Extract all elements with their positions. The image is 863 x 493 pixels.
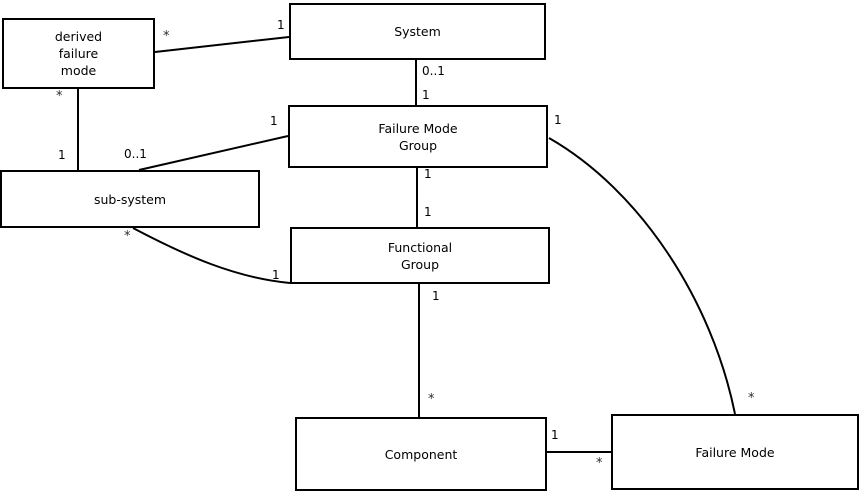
multiplicity-subsystem-to-fmg-target: 1 — [270, 114, 278, 128]
association-derived-failure-mode--system — [154, 36, 290, 53]
multiplicity-fmg-to-fm-target: * — [748, 391, 755, 406]
multiplicity-fg-to-component-source: 1 — [432, 289, 440, 303]
multiplicity-fmg-to-fg-target: 1 — [424, 205, 432, 219]
multiplicity-dfm-to-subsystem-source: * — [56, 89, 63, 104]
class-box-functional-group[interactable]: Functional Group — [290, 227, 550, 284]
association-sub-system--failure-mode-group — [138, 135, 289, 171]
multiplicity-fmg-to-fg-source: 1 — [424, 167, 432, 181]
multiplicity-system-to-fmg-target: 1 — [422, 88, 430, 102]
multiplicity-dfm-to-system-target: 1 — [277, 18, 285, 32]
class-box-sub-system[interactable]: sub-system — [0, 170, 260, 228]
class-name-functional-group: Functional Group — [387, 239, 453, 272]
class-name-component: Component — [384, 446, 458, 462]
class-name-failure-mode: Failure Mode — [695, 444, 775, 460]
class-name-sub-system: sub-system — [93, 191, 167, 207]
multiplicity-component-to-fm-source: 1 — [551, 428, 559, 442]
class-name-system: System — [394, 24, 441, 39]
class-box-failure-mode[interactable]: Failure Mode — [611, 414, 859, 490]
class-box-derived-failure-mode[interactable]: derived failure mode — [2, 18, 155, 89]
multiplicity-subsystem-to-fg-target: 1 — [272, 268, 280, 282]
multiplicity-dfm-to-system-source: * — [163, 29, 170, 44]
multiplicity-subsystem-to-fmg-source: 0..1 — [124, 147, 147, 161]
multiplicity-component-to-fm-target: * — [596, 456, 603, 471]
multiplicity-fg-to-component-target: * — [428, 392, 435, 407]
multiplicity-system-to-fmg-source: 0..1 — [422, 64, 445, 78]
multiplicity-subsystem-to-fg-source: * — [124, 229, 131, 244]
class-name-derived-failure-mode: derived failure mode — [54, 29, 103, 78]
multiplicity-dfm-to-subsystem-target: 1 — [58, 148, 66, 162]
class-box-component[interactable]: Component — [295, 417, 547, 491]
multiplicity-fmg-to-fm-source: 1 — [554, 113, 562, 127]
association-failure-mode-group--failure-mode — [548, 137, 736, 415]
class-box-failure-mode-group[interactable]: Failure Mode Group — [288, 105, 548, 168]
class-name-failure-mode-group: Failure Mode Group — [378, 120, 458, 153]
association-sub-system--functional-group — [132, 227, 291, 284]
class-box-system[interactable]: System — [289, 3, 546, 60]
